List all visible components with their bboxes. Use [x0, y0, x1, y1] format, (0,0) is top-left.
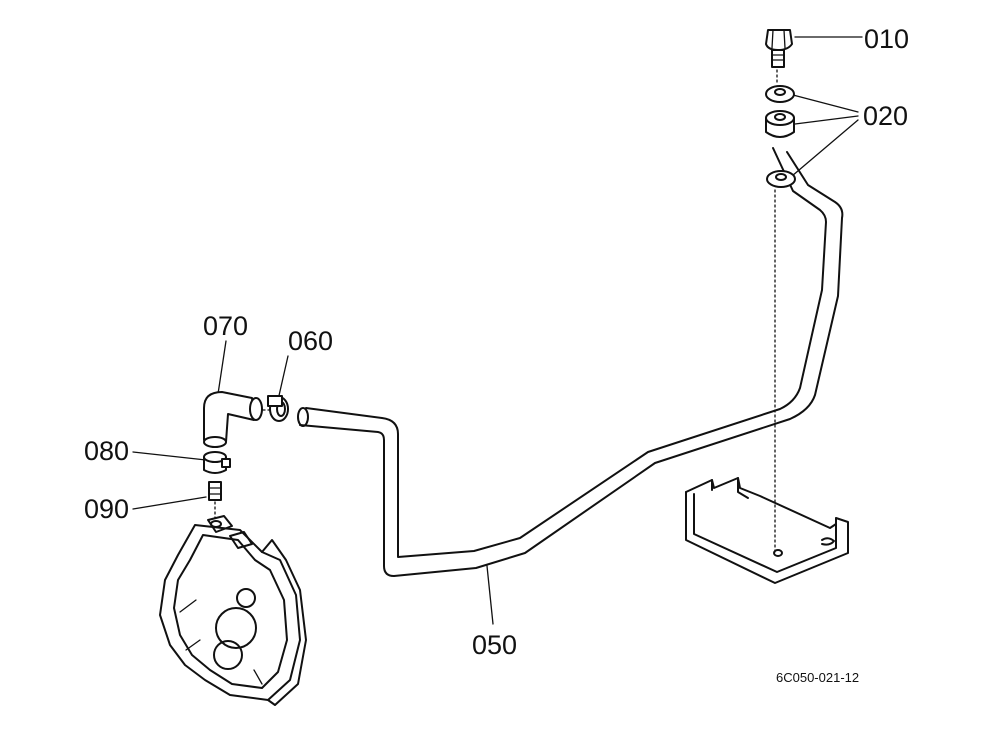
callout-010: 010	[864, 24, 910, 54]
callout-090: 090	[84, 494, 130, 524]
clamp-080	[203, 451, 231, 474]
bracket-plate	[685, 477, 849, 584]
callout-050: 050	[472, 630, 518, 660]
callout-060: 060	[288, 326, 334, 356]
nipple-090	[208, 481, 222, 519]
bolt-010	[765, 29, 793, 84]
drawing-id-label: 6C050-021-12	[776, 670, 860, 685]
callout-070: 070	[203, 311, 249, 341]
flywheel-housing	[159, 515, 307, 706]
callout-080: 080	[84, 436, 130, 466]
callout-020: 020	[863, 101, 909, 131]
clamp-060	[255, 395, 289, 422]
pipe-050	[297, 147, 844, 577]
elbow-hose-070	[203, 391, 263, 448]
washers-020	[765, 85, 796, 188]
leader-lines	[132, 36, 863, 625]
